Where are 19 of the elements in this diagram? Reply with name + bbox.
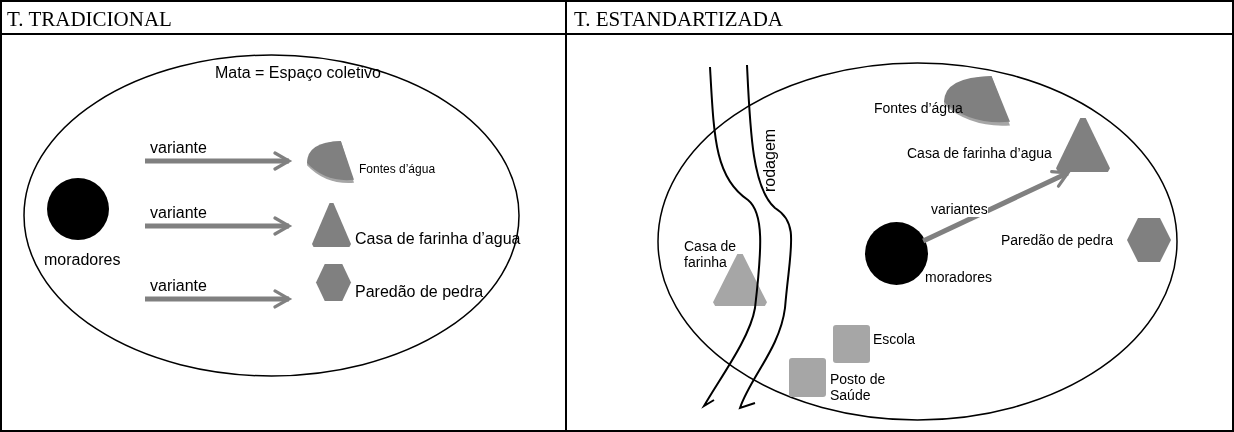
road-name: rodagem [761,128,779,192]
edge-label: variantes [931,201,988,218]
node-label: moradores [925,269,992,286]
node-label: moradores [44,251,121,270]
node-label: Mata = Espaço coletivo [215,64,381,83]
arrow [922,170,1070,244]
node-label: Escola [873,331,916,348]
arrow [145,216,291,236]
node-label: Fontes d’água [874,100,963,117]
column-header: T. ESTANDARTIZADA [574,9,783,30]
node-label: Posto de Saúde [830,371,887,404]
node-label: Casa de farinha d’agua [907,145,1052,162]
node-label: Fontes d’água [359,163,436,177]
arrow [145,289,291,309]
arrow [145,151,291,171]
node-label: Paredão de pedra [1001,232,1114,249]
column-header: T. TRADICIONAL [7,9,172,30]
node-label: Casa de farinha [684,238,738,271]
node-label: Paredão de pedra [355,283,484,302]
